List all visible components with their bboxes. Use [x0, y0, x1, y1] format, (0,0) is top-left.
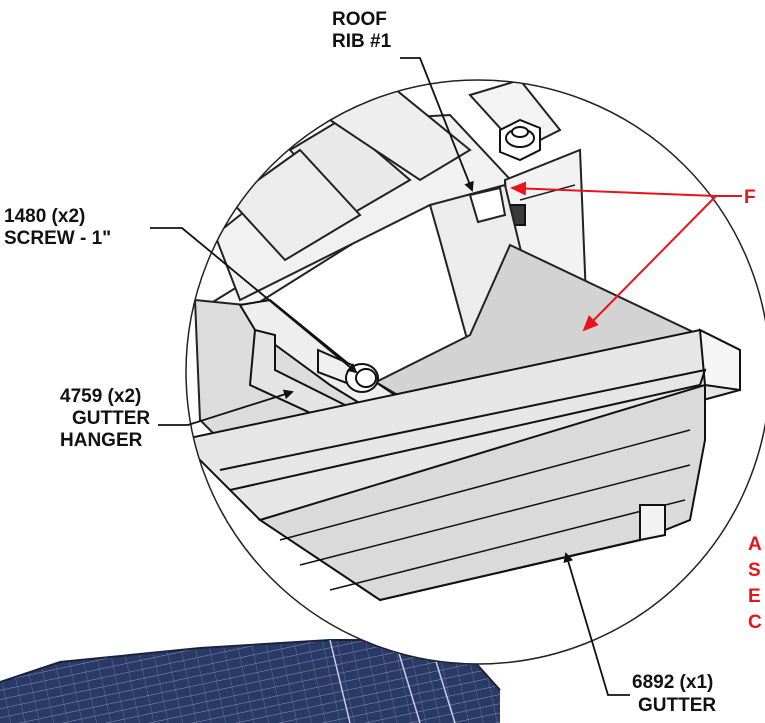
roof-bolt [499, 118, 541, 162]
note-letter: F [744, 187, 756, 208]
screw-label: 1480 (x2) SCREW - 1" [4, 206, 111, 249]
leader-roof-rib [400, 57, 474, 192]
leader-lines [150, 57, 630, 696]
note-arrow-2 [582, 195, 717, 332]
side-letter: E [748, 586, 761, 607]
gutter-body [186, 328, 741, 602]
side-letter: A [748, 534, 762, 555]
gutter-hanger-label: 4759 (x2) GUTTER HANGER [60, 386, 155, 451]
side-letter: S [748, 560, 761, 581]
side-letter: C [748, 612, 762, 633]
detail-view [186, 80, 765, 664]
gutter-label: 6892 (x1) GUTTER [632, 672, 719, 716]
leader-screw [150, 227, 358, 374]
side-note-letters: A S E C [748, 534, 765, 633]
detail-circle [185, 79, 765, 665]
note-arrows [510, 181, 742, 332]
roof-ribs [198, 80, 562, 332]
roof-rib-label: ROOF RIB #1 [332, 9, 392, 52]
leader-gutter [563, 552, 630, 696]
leader-hanger [158, 389, 294, 426]
